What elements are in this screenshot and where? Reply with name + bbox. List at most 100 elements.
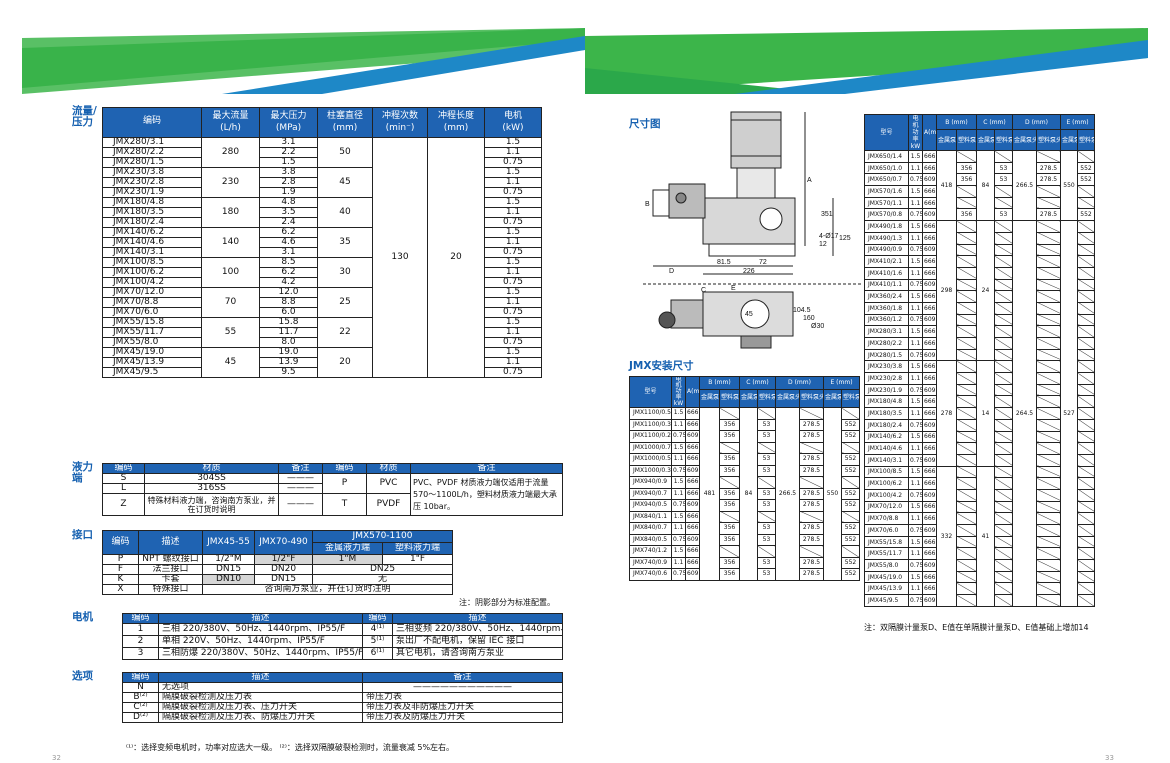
table-cell: JMX740/0.6: [629, 568, 672, 581]
model-cell: JMX100/8.5: [102, 257, 202, 268]
flow-cell: 100: [201, 257, 260, 288]
empty-cell: [994, 407, 1013, 420]
motor-cell: 1.5: [484, 227, 542, 238]
svg-text:4-Ø17: 4-Ø17: [819, 233, 839, 240]
svg-text:160: 160: [803, 315, 815, 322]
dim-c: 24: [976, 220, 995, 362]
table-cell: 单相 220V、50Hz、1440rpm、IP55/F: [158, 635, 363, 648]
column-header: 电机功率kW: [671, 376, 686, 408]
table-cell: P: [322, 473, 367, 494]
table-cell: D⁽²⁾: [122, 712, 159, 723]
table-cell: JMX180/4.8: [864, 395, 909, 409]
flow-cell: 280: [201, 137, 260, 168]
flow-cell: 140: [201, 227, 260, 258]
empty-cell: [1036, 383, 1061, 397]
empty-cell: [1036, 220, 1061, 233]
dim-c-metal: 84: [739, 407, 758, 581]
stroke-length-cell: 20: [427, 137, 485, 378]
empty-cell: [1036, 372, 1061, 385]
table-cell: 0.75: [908, 488, 923, 502]
table-cell: 666: [922, 231, 937, 245]
motor-cell: 1.1: [484, 207, 542, 218]
table-cell: JMX740/1.2: [629, 545, 672, 558]
pressure-cell: 4.6: [259, 237, 318, 248]
table-cell: 1.1: [908, 231, 923, 245]
empty-cell: [1076, 243, 1096, 257]
dim-e-plastic: 552: [1076, 173, 1096, 187]
empty-cell: [956, 150, 977, 163]
empty-cell: [840, 407, 861, 420]
table-cell: JMX740/0.9: [629, 556, 672, 569]
table-cell: JMX1100/0.5: [629, 407, 672, 420]
table-row: 编码描述备注: [122, 672, 563, 683]
table-cell: 0.75: [908, 208, 923, 222]
column-header: 金属泵头: [1012, 129, 1037, 151]
table-cell: ———————————: [362, 682, 563, 693]
table-row: 编码最大流量(L/h)最大压力(MPa)柱塞直径(mm)冲程次数(min⁻)冲程…: [102, 107, 542, 138]
table-row: 金属泵头塑料泵头金属泵头塑料泵头金属泵头塑料泵头金属泵头塑料泵头: [865, 129, 1096, 151]
model-cell: JMX180/2.4: [102, 217, 202, 228]
empty-cell: [1076, 442, 1096, 455]
table-cell: JMX940/0.7: [629, 487, 672, 500]
table-cell: JMX280/2.2: [864, 337, 909, 350]
empty-cell: [1036, 418, 1061, 432]
table-cell: JMX840/0.5: [629, 533, 672, 546]
empty-cell: [1076, 559, 1096, 572]
pressure-cell: 13.9: [259, 357, 318, 368]
dim-d-plastic: 278.5: [799, 556, 824, 569]
column-header: 塑料泵头: [994, 129, 1013, 151]
table-cell: 666: [922, 395, 937, 409]
table-cell: 其它电机，请咨询南方泵业: [392, 647, 563, 660]
table-cell: 1.5: [671, 545, 686, 558]
table-cell: C⁽²⁾: [122, 702, 159, 713]
plunger-cell: 30: [317, 257, 373, 288]
table-cell: 609: [922, 383, 937, 397]
table-cell: JMX45/13.9: [864, 582, 909, 596]
model-cell: JMX230/2.8: [102, 177, 202, 188]
table-cell: NPT 螺纹接口: [138, 554, 203, 565]
pressure-cell: 9.5: [259, 367, 318, 378]
table-cell: 609: [922, 173, 937, 187]
table-cell: 1.1: [908, 407, 923, 420]
page-number-right: 33: [1105, 754, 1114, 762]
table-cell: 666: [685, 418, 700, 431]
empty-cell: [956, 582, 977, 596]
table-cell: P: [102, 554, 139, 565]
table-cell: 1.1: [908, 477, 923, 490]
table-cell: 1.5: [908, 150, 923, 163]
empty-cell: [1036, 582, 1061, 596]
empty-cell: [994, 243, 1013, 257]
column-header: 最大流量(L/h): [201, 107, 260, 138]
empty-cell: [994, 582, 1013, 596]
table-row: D⁽²⁾隔膜破裂检测及压力表、防爆压力开关带压力表及防爆压力开关: [122, 712, 563, 723]
table-cell: 1.1: [671, 556, 686, 569]
column-header: 编码: [102, 530, 139, 555]
column-header: A(mm): [685, 376, 700, 408]
dim-b-plastic: 356: [956, 173, 977, 187]
table-cell: JMX360/1.8: [864, 301, 909, 315]
table-cell: 609: [922, 594, 937, 607]
empty-cell: [956, 395, 977, 409]
empty-cell: [994, 594, 1013, 607]
empty-cell: [1036, 243, 1061, 257]
model-cell: JMX55/15.8: [102, 317, 202, 328]
model-cell: JMX70/8.8: [102, 297, 202, 308]
column-header: E (mm): [1059, 114, 1096, 130]
pressure-cell: 6.2: [259, 267, 318, 278]
pressure-cell: 6.0: [259, 307, 318, 318]
pressure-cell: 19.0: [259, 347, 318, 358]
model-cell: JMX45/19.0: [102, 347, 202, 358]
table-row: 编码描述编码描述: [122, 613, 563, 624]
table-cell: JMX570/1.1: [864, 196, 909, 210]
table-cell: JMX1000/0.3: [629, 464, 672, 477]
table-cell: 1: [122, 623, 159, 636]
